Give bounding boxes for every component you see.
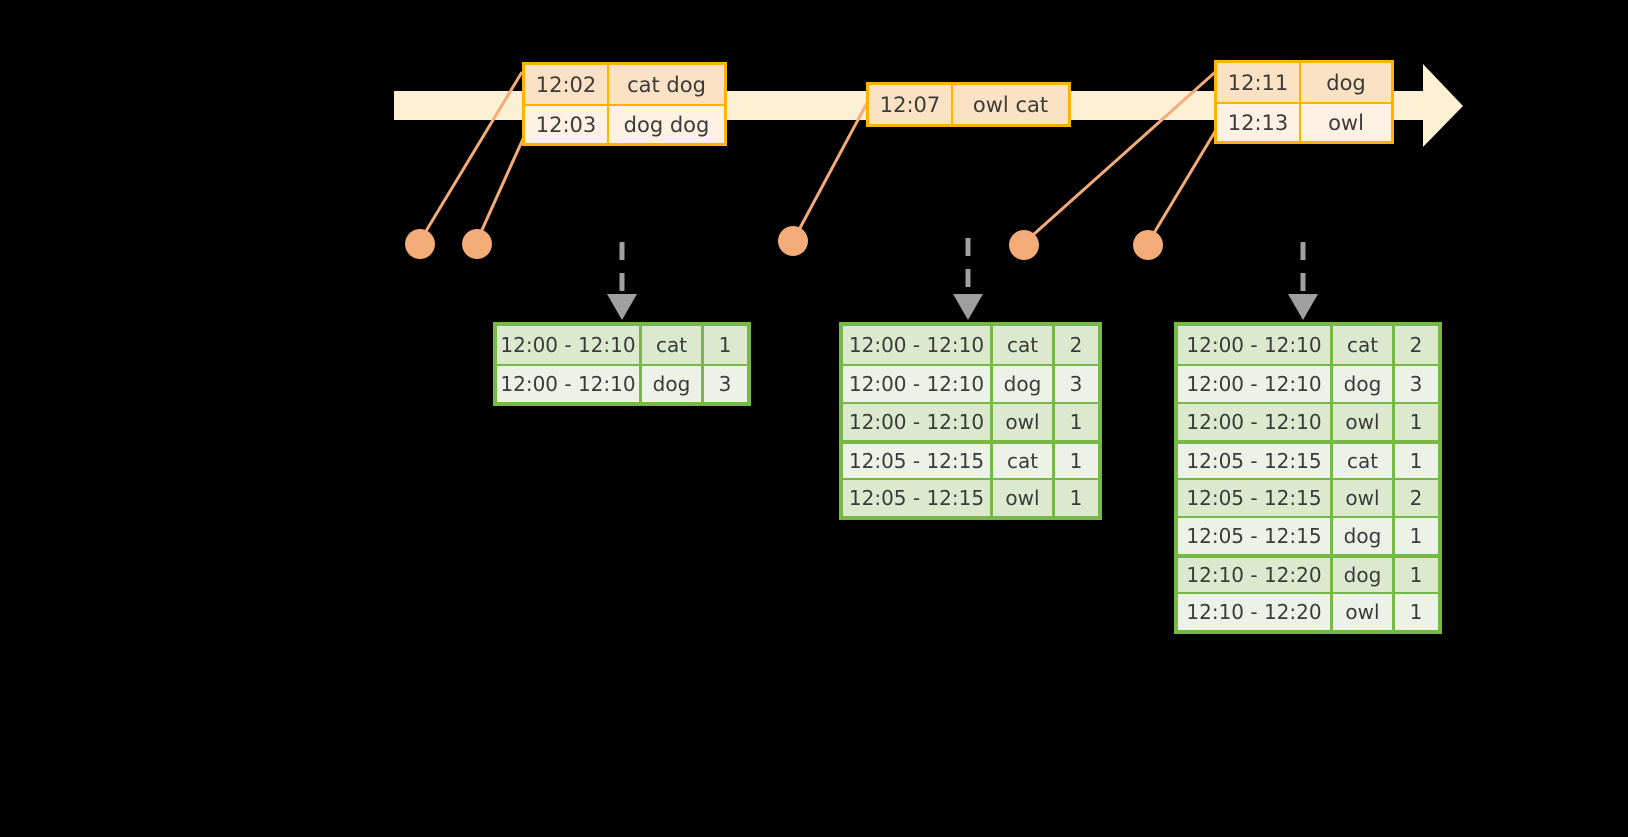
cell-word: cat (993, 326, 1055, 364)
cell-window: 12:05 - 12:15 (843, 480, 993, 516)
snapshot-arrow-heads (607, 294, 1318, 320)
event-words: dog dog (623, 112, 710, 137)
event-row: 12:11 dog (1217, 63, 1391, 102)
event-time: 12:03 (525, 106, 609, 143)
cell-window: 12:00 - 12:10 (1178, 366, 1333, 402)
snapshot-arrows (619, 238, 1306, 296)
cell-count: 1 (1069, 449, 1083, 473)
cell-count: 1 (1409, 410, 1423, 434)
cell-count: 1 (1069, 486, 1083, 510)
cell-word: owl (1333, 480, 1395, 516)
cell-word: owl (1333, 594, 1395, 630)
cell-word: cat (1333, 326, 1395, 364)
cell-window: 12:00 - 12:10 (843, 326, 993, 364)
snapshot-arrow-head-3 (1288, 294, 1318, 320)
event-words: dog (1326, 70, 1366, 95)
cell-count: 1 (1409, 449, 1423, 473)
cell-window: 12:05 - 12:15 (843, 444, 993, 478)
event-time: 12:02 (525, 65, 609, 104)
snapshot-arrow-head-2 (953, 294, 983, 320)
cell-count: 2 (1409, 486, 1423, 510)
cell-word: dog (642, 366, 704, 402)
event-dot-1 (405, 229, 435, 259)
cell-window: 12:10 - 12:20 (1178, 558, 1333, 592)
cell-window: 12:05 - 12:15 (1178, 444, 1333, 478)
event-row: 12:03 dog dog (525, 104, 724, 143)
cell-word: dog (1333, 518, 1395, 554)
cell-count: 3 (718, 372, 732, 396)
event-time: 12:07 (869, 85, 953, 124)
cell-window: 12:10 - 12:20 (1178, 594, 1333, 630)
cell-word: owl (993, 404, 1055, 440)
event-words: owl cat (972, 92, 1049, 117)
event-time: 12:11 (1217, 63, 1301, 102)
cell-word: dog (1333, 558, 1395, 592)
event-box-group-2: 12:07 owl cat (866, 82, 1071, 127)
cell-count: 3 (1409, 372, 1423, 396)
cell-count: 1 (1069, 410, 1083, 434)
cell-count: 3 (1069, 372, 1083, 396)
event-dot-4 (1009, 230, 1039, 260)
event-dots (405, 226, 1163, 260)
snapshot-arrow-head-1 (607, 294, 637, 320)
cell-window: 12:05 - 12:15 (1178, 518, 1333, 554)
cell-window: 12:00 - 12:10 (843, 404, 993, 440)
cell-count: 1 (1409, 524, 1423, 548)
event-box-group-3: 12:11 dog 12:13 owl (1214, 60, 1394, 144)
cell-window: 12:00 - 12:10 (497, 366, 642, 402)
event-row: 12:13 owl (1217, 102, 1391, 141)
cell-word: owl (1333, 404, 1395, 440)
event-dot-3 (778, 226, 808, 256)
cell-word: cat (993, 444, 1055, 478)
cell-window: 12:00 - 12:10 (1178, 404, 1333, 440)
event-time: 12:13 (1217, 104, 1301, 141)
event-row: 12:02 cat dog (525, 65, 724, 104)
cell-count: 2 (1409, 333, 1423, 357)
cell-word: cat (642, 326, 704, 364)
cell-window: 12:00 - 12:10 (843, 366, 993, 402)
cell-count: 2 (1069, 333, 1083, 357)
event-dot-2 (462, 229, 492, 259)
event-box-group-1: 12:02 cat dog 12:03 dog dog (522, 62, 727, 146)
cell-word: owl (993, 480, 1055, 516)
cell-count: 1 (718, 333, 732, 357)
event-row: 12:07 owl cat (869, 85, 1068, 124)
cell-window: 12:05 - 12:15 (1178, 480, 1333, 516)
event-words: cat dog (627, 72, 706, 97)
cell-word: dog (993, 366, 1055, 402)
cell-window: 12:00 - 12:10 (1178, 326, 1333, 364)
cell-word: dog (1333, 366, 1395, 402)
connector-1213 (1146, 119, 1224, 244)
connector-1207 (791, 89, 876, 242)
event-dot-5 (1133, 230, 1163, 260)
cell-count: 1 (1409, 600, 1423, 624)
cell-count: 1 (1409, 563, 1423, 587)
connector-1202 (418, 71, 524, 242)
cell-window: 12:00 - 12:10 (497, 326, 642, 364)
event-words: owl (1328, 110, 1364, 135)
cell-word: cat (1333, 444, 1395, 478)
